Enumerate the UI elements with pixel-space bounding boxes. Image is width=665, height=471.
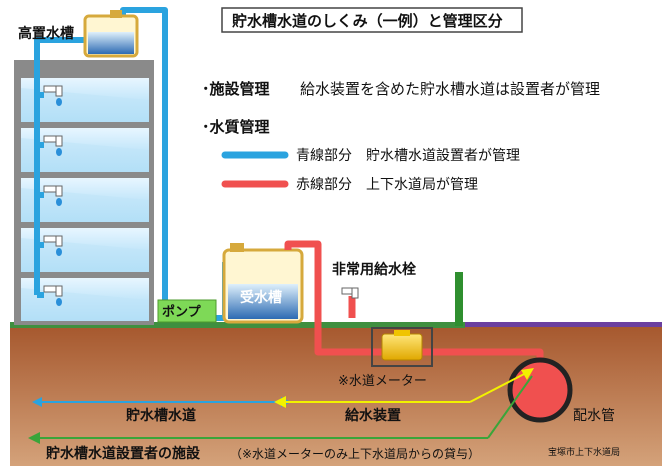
pump-label: ポンプ [162,304,202,320]
blue-legend-text: 青線部分 貯水槽水道設置者が管理 [296,148,520,164]
building [14,60,154,325]
faucet-icon [43,285,63,297]
faucet-icon [43,135,63,147]
owner-facility-note: （※水道メーターのみ上下水道局からの貸与） [230,446,480,461]
diagram-title: 貯水槽水道のしくみ（一例）と管理区分 [232,12,503,30]
elevated-tank [83,10,139,58]
boundary-post [455,272,463,326]
facility-heading: ･施設管理 [202,80,270,98]
property-line [465,322,662,327]
receiving-tank [222,243,304,324]
red-legend-text: 赤線部分 上下水道局が管理 [296,177,478,193]
range-arrows [28,368,534,444]
copyright-label: 宝塚市上下水道局 [548,446,620,458]
water-drop-icons [56,98,62,306]
distribution-main-pipe [507,357,573,423]
faucet-icon [43,185,63,197]
faucet-icons [43,85,63,297]
supply-device-range-label: 給水装置 [345,407,401,424]
water-meter-label: ※水道メーター [338,374,427,389]
receiving-tank-label: 受水槽 [240,289,282,306]
grass-line [10,322,465,328]
water-meter [371,327,433,367]
faucet-icon [43,85,63,97]
elevated-tank-label: 高置水槽 [18,25,74,42]
title-box [221,7,523,33]
distribution-main-label: 配水管 [573,408,615,424]
faucet-icon [43,235,63,247]
owner-facility-label: 貯水槽水道設置者の施設 [46,445,201,462]
pump-box [157,299,217,323]
hydrant-icon [341,287,359,299]
tank-system-range-label: 貯水槽水道 [126,407,196,424]
facility-text: 給水装置を含めた貯水槽水道は設置者が管理 [300,80,600,98]
emergency-hydrant-label: 非常用給水栓 [332,261,416,278]
quality-heading: ･水質管理 [202,118,270,136]
